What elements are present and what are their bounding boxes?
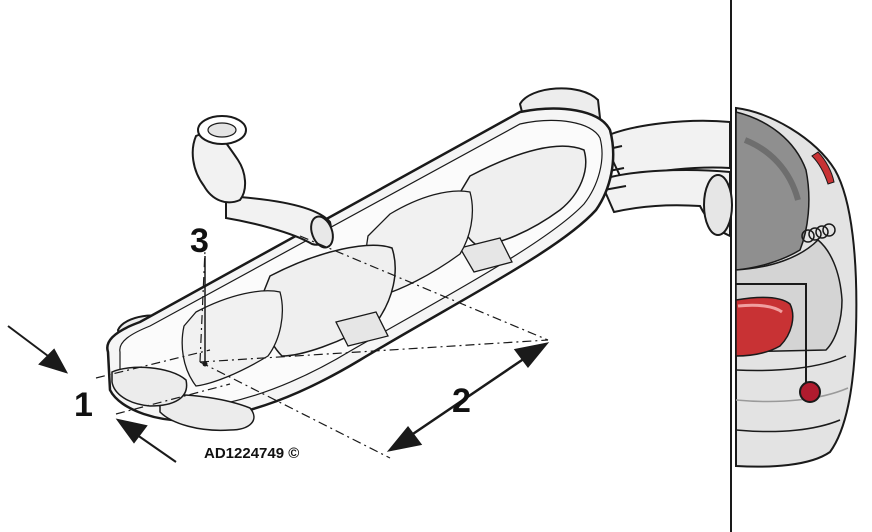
callout-label-2: 2	[452, 382, 471, 420]
dimension-arrow-1	[7, 325, 177, 463]
car-rear	[735, 106, 858, 468]
rear-muffler	[106, 87, 615, 432]
reference-code: AD1224749 ©	[204, 445, 299, 462]
car-logo-icon	[801, 223, 836, 243]
dimension-arrow-2	[386, 342, 550, 452]
callout-label-1: 1	[74, 386, 93, 424]
callout-label-3: 3	[190, 222, 209, 260]
measuring-point-marker	[799, 381, 821, 403]
tailpipe-connection	[598, 119, 733, 238]
car-rear-window	[735, 111, 810, 271]
inlet-pipe	[191, 115, 334, 249]
tail-light	[735, 296, 794, 357]
dimension-lines	[95, 235, 549, 459]
